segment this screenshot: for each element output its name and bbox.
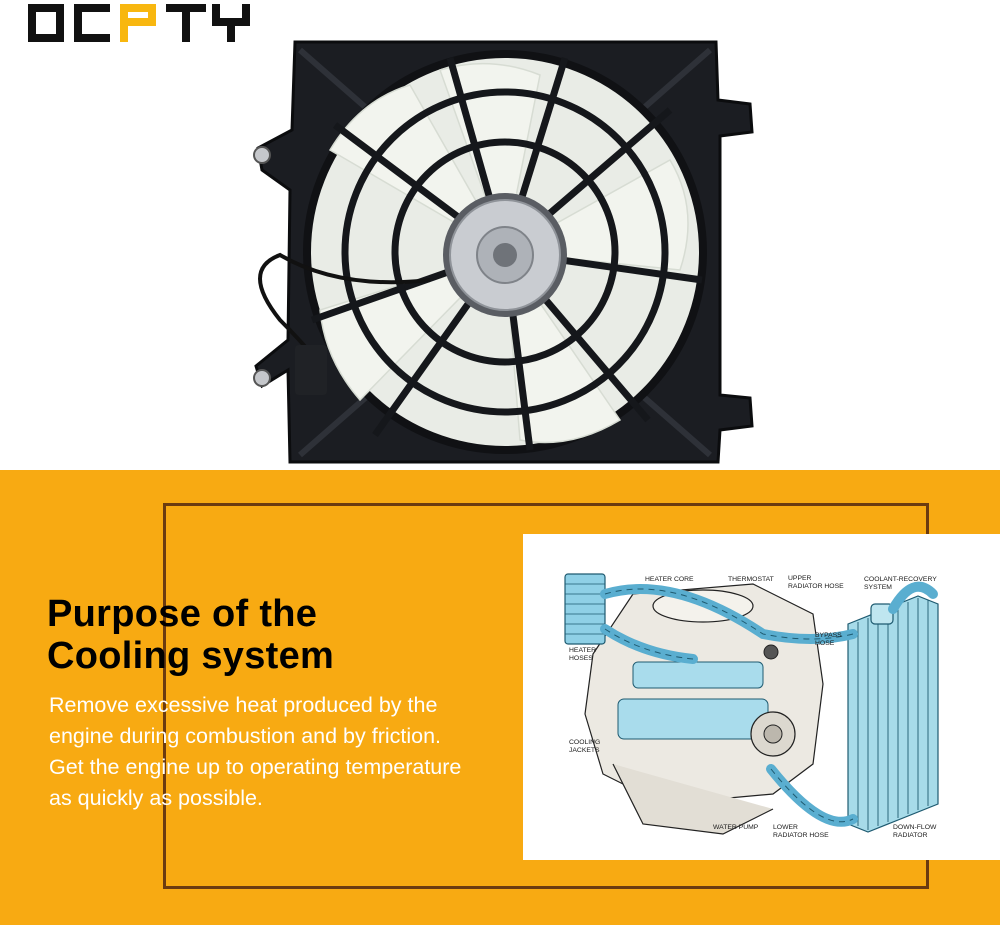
label-thermostat: THERMOSTAT [728,576,774,583]
cooling-system-diagram: HEATER CORE THERMOSTAT UPPER RADIATOR HO… [523,534,1000,860]
label-upper-hose: RADIATOR HOSE [788,583,844,590]
label-coolant-recovery: SYSTEM [864,584,892,591]
label-bypass-hose: HOSE [815,640,835,647]
heater-core [564,573,606,645]
label-bypass-hose: BYPASS [815,632,842,639]
ocpty-logo [28,4,250,42]
label-lower-hose: LOWER [773,824,798,831]
label-down-flow-radiator: DOWN-FLOW [893,824,937,831]
diagram-labels: HEATER CORE THERMOSTAT UPPER RADIATOR HO… [569,575,937,839]
description-line: Get the engine up to operating temperatu… [49,755,462,779]
label-heater-core: HEATER CORE [645,576,694,583]
label-upper-hose: UPPER [788,575,812,582]
radiator-fan-image [240,40,760,465]
radiator [847,595,939,833]
description-line: Remove excessive heat produced by the [49,693,438,717]
label-coolant-recovery: COOLANT-RECOVERY [864,576,937,583]
description-line: engine during combustion and by friction… [49,724,442,748]
purpose-description: Remove excessive heat produced by the en… [49,690,509,814]
label-cooling-jackets: JACKETS [569,747,600,754]
label-heater-hoses: HEATER [569,647,596,654]
purpose-heading: Purpose of the Cooling system [47,593,335,677]
label-water-pump: WATER PUMP [713,824,759,831]
label-cooling-jackets: COOLING [569,739,600,746]
label-heater-hoses: HOSES [569,655,593,662]
label-lower-hose: RADIATOR HOSE [773,832,829,839]
label-down-flow-radiator: RADIATOR [893,832,928,839]
description-line: as quickly as possible. [49,786,263,810]
